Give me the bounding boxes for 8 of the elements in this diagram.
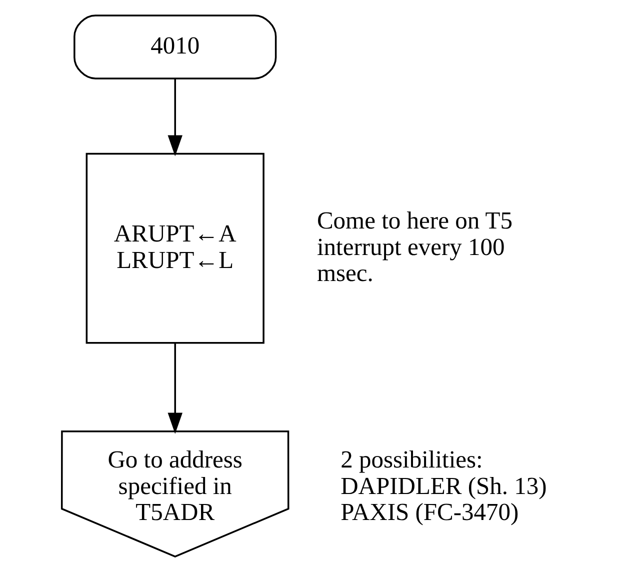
arrow <box>168 343 182 434</box>
node-label: Come to here on T5 interrupt every 100 msec. <box>316 208 512 288</box>
node-box: ARUPT←A LRUPT←L <box>86 152 264 344</box>
node-box: 4010 <box>74 14 277 80</box>
node-label: DAPIDLER (Sh. 13) <box>340 472 547 500</box>
node-label: PAXIS (FC-3470) <box>340 499 519 526</box>
arrow <box>168 78 182 156</box>
node-label: 2 possibilities: <box>340 446 483 474</box>
